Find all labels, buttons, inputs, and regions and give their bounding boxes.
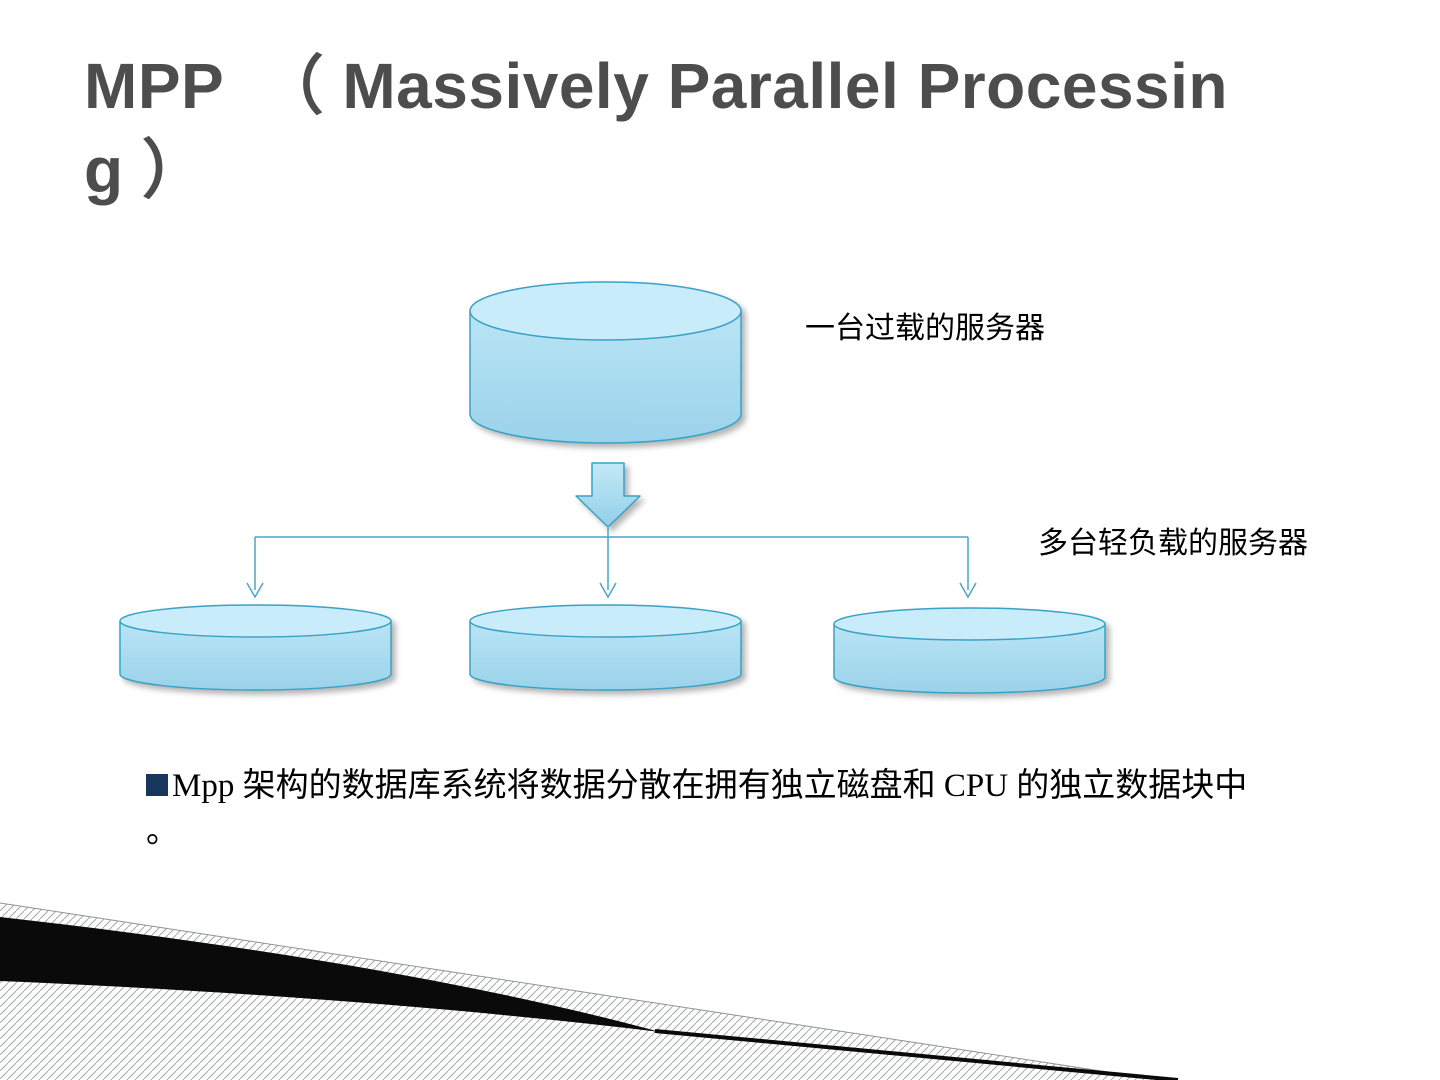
slide-title: MPP （ Massively Parallel Processin g ） [84, 44, 1404, 212]
bullet-square-icon [146, 774, 168, 796]
bullet-line: Mpp 架构的数据库系统将数据分散在拥有独立磁盘和 CPU 的独立数据块中 [146, 763, 1416, 809]
server-cylinder-right [833, 607, 1106, 694]
label-overloaded-server: 一台过载的服务器 [805, 312, 1045, 345]
overloaded-server-cylinder [469, 281, 742, 444]
corner-decoration [0, 902, 1179, 1080]
title-line-2: g ） [84, 134, 207, 206]
down-arrow-icon [575, 462, 641, 528]
title-line-1: MPP （ Massively Parallel Processin [84, 50, 1229, 122]
bullet-text: Mpp 架构的数据库系统将数据分散在拥有独立磁盘和 CPU 的独立数据块中 [172, 768, 1248, 804]
label-light-load-servers: 多台轻负载的服务器 [1038, 527, 1308, 560]
server-cylinder-middle [469, 604, 742, 691]
server-cylinder-left [119, 604, 392, 691]
bullet-period: 。 [146, 814, 179, 851]
bullet-paragraph: Mpp 架构的数据库系统将数据分散在拥有独立磁盘和 CPU 的独立数据块中 。 [146, 763, 1416, 855]
connector-lines [246, 528, 977, 599]
